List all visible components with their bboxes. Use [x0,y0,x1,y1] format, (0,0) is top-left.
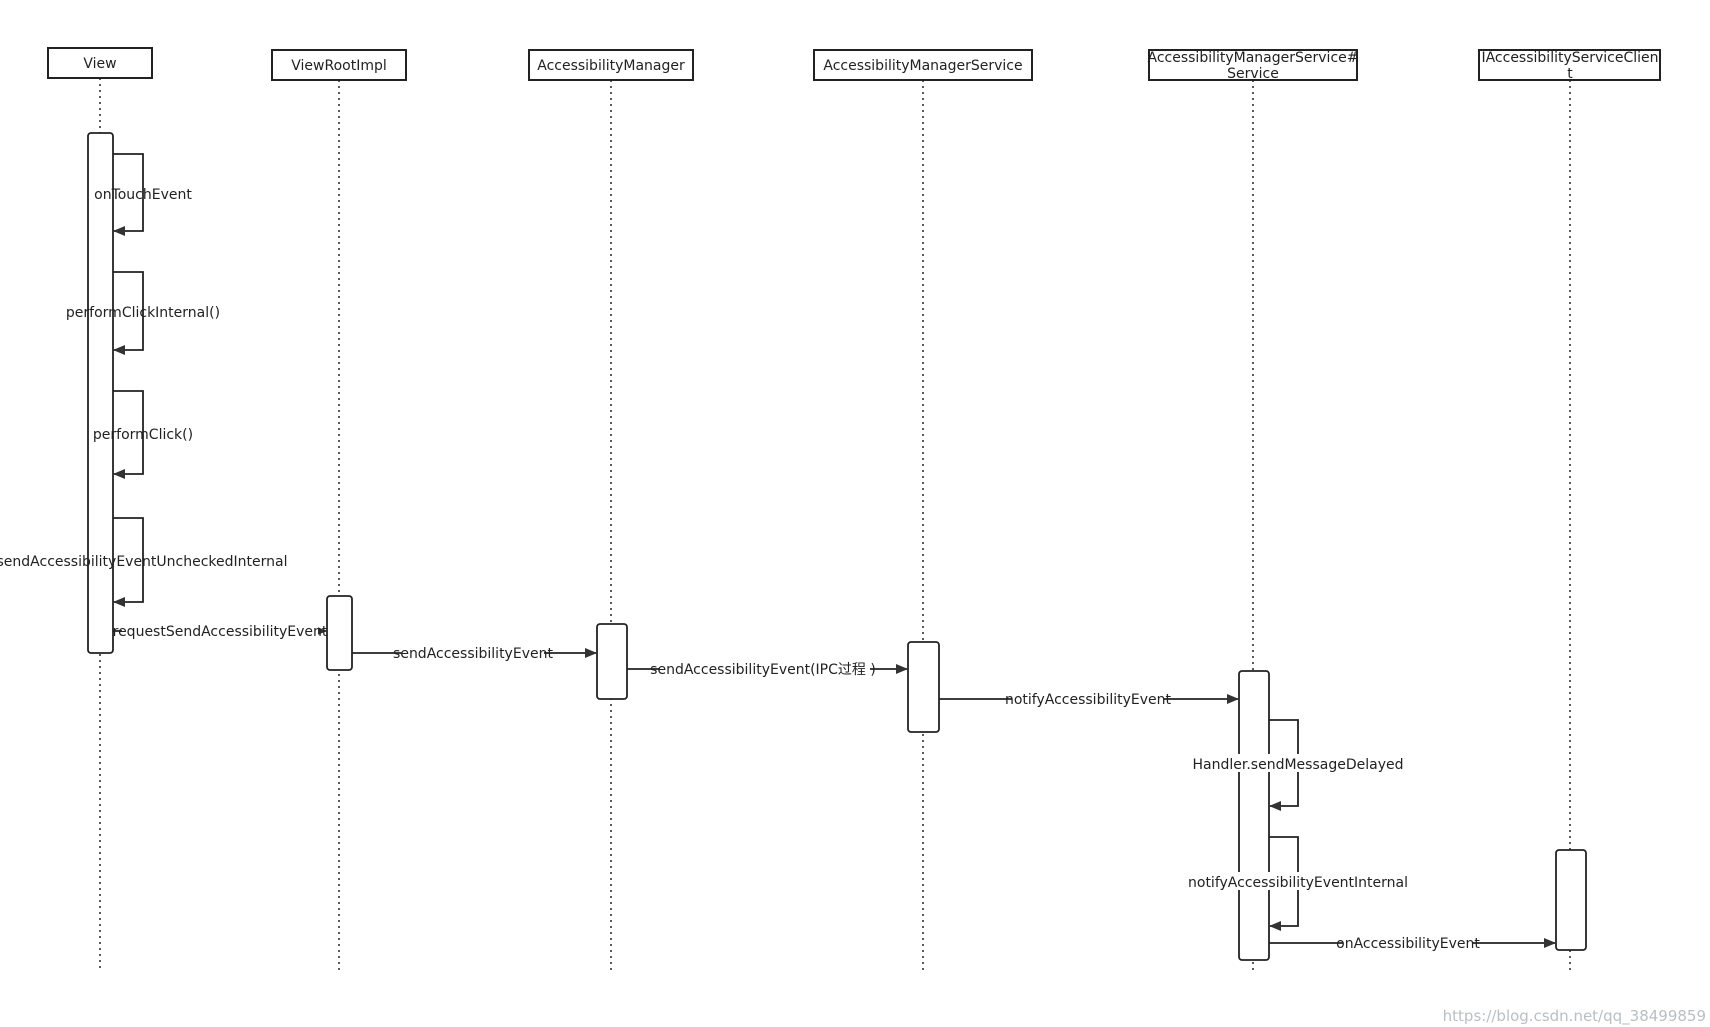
participant-viewrootimpl: ViewRootImpl [271,49,407,81]
activation-accessibilitymanagerservice [907,641,940,733]
participant-label: ViewRootImpl [291,58,386,74]
watermark: https://blog.csdn.net/qq_38499859 [1443,1007,1706,1026]
message-label: onTouchEvent [94,187,192,203]
activation-accessibilitymanager [596,623,628,700]
participant-label: AccessibilityManagerService [823,58,1022,74]
message-label: notifyAccessibilityEventInternal [1188,875,1408,891]
message-performclickinternal: performClickInternal() [66,271,220,355]
activation-ams-service [1238,670,1270,961]
message-notifyaccessibilityeventinternal: notifyAccessibilityEventInternal [1188,836,1408,931]
message-onaccessibilityevent: onAccessibilityEvent [1269,933,1556,952]
message-performclick: performClick() [93,390,193,479]
participant-label-line1: AccessibilityManagerService# [1148,50,1359,66]
participant-label-line2: t [1567,66,1573,82]
participant-label: AccessibilityManager [537,58,685,74]
message-notifyaccessibilityevent: notifyAccessibilityEvent [939,689,1239,708]
message-label: sendAccessibilityEvent(IPC过程 ) [650,662,876,678]
participant-label-line2: Service [1227,66,1279,82]
message-label: sendAccessibilityEvent [393,646,553,662]
participant-accessibilitymanager: AccessibilityManager [528,49,694,81]
message-label: onAccessibilityEvent [1336,936,1480,952]
message-label: sendAccessibilityEventUncheckedInternal [0,554,288,570]
message-ontouchevent: onTouchEvent [94,153,192,236]
participant-iaccessibilityserviceclient: IAccessibilityServiceClien t [1478,49,1661,82]
lifelines [99,78,1571,970]
message-label: notifyAccessibilityEvent [1005,692,1172,708]
activations [87,132,1587,961]
participant-view: View [47,47,153,79]
participant-label: View [83,56,116,72]
participant-ams-service: AccessibilityManagerService# Service [1148,49,1359,82]
activation-view [87,132,114,654]
message-sendaccessibilityeventuncheckedinternal: sendAccessibilityEventUncheckedInternal [0,517,288,607]
participant-accessibilitymanagerservice: AccessibilityManagerService [813,49,1033,81]
message-label: performClick() [93,427,193,443]
participant-label-line1: IAccessibilityServiceClien [1481,50,1658,66]
message-sendaccessibilityevent-ipc: sendAccessibilityEvent(IPC过程 ) [627,659,908,678]
activation-iaccessibilityserviceclient [1555,849,1587,951]
activation-viewrootimpl [326,595,353,671]
message-handler-sendmessagedelayed: Handler.sendMessageDelayed [1193,719,1404,811]
message-label: requestSendAccessibilityEvent [113,624,328,640]
message-sendaccessibilityevent: sendAccessibilityEvent [352,643,597,662]
message-label: performClickInternal() [66,305,220,321]
message-requestsendaccessibilityevent: requestSendAccessibilityEvent [113,621,328,640]
message-label: Handler.sendMessageDelayed [1193,757,1404,773]
